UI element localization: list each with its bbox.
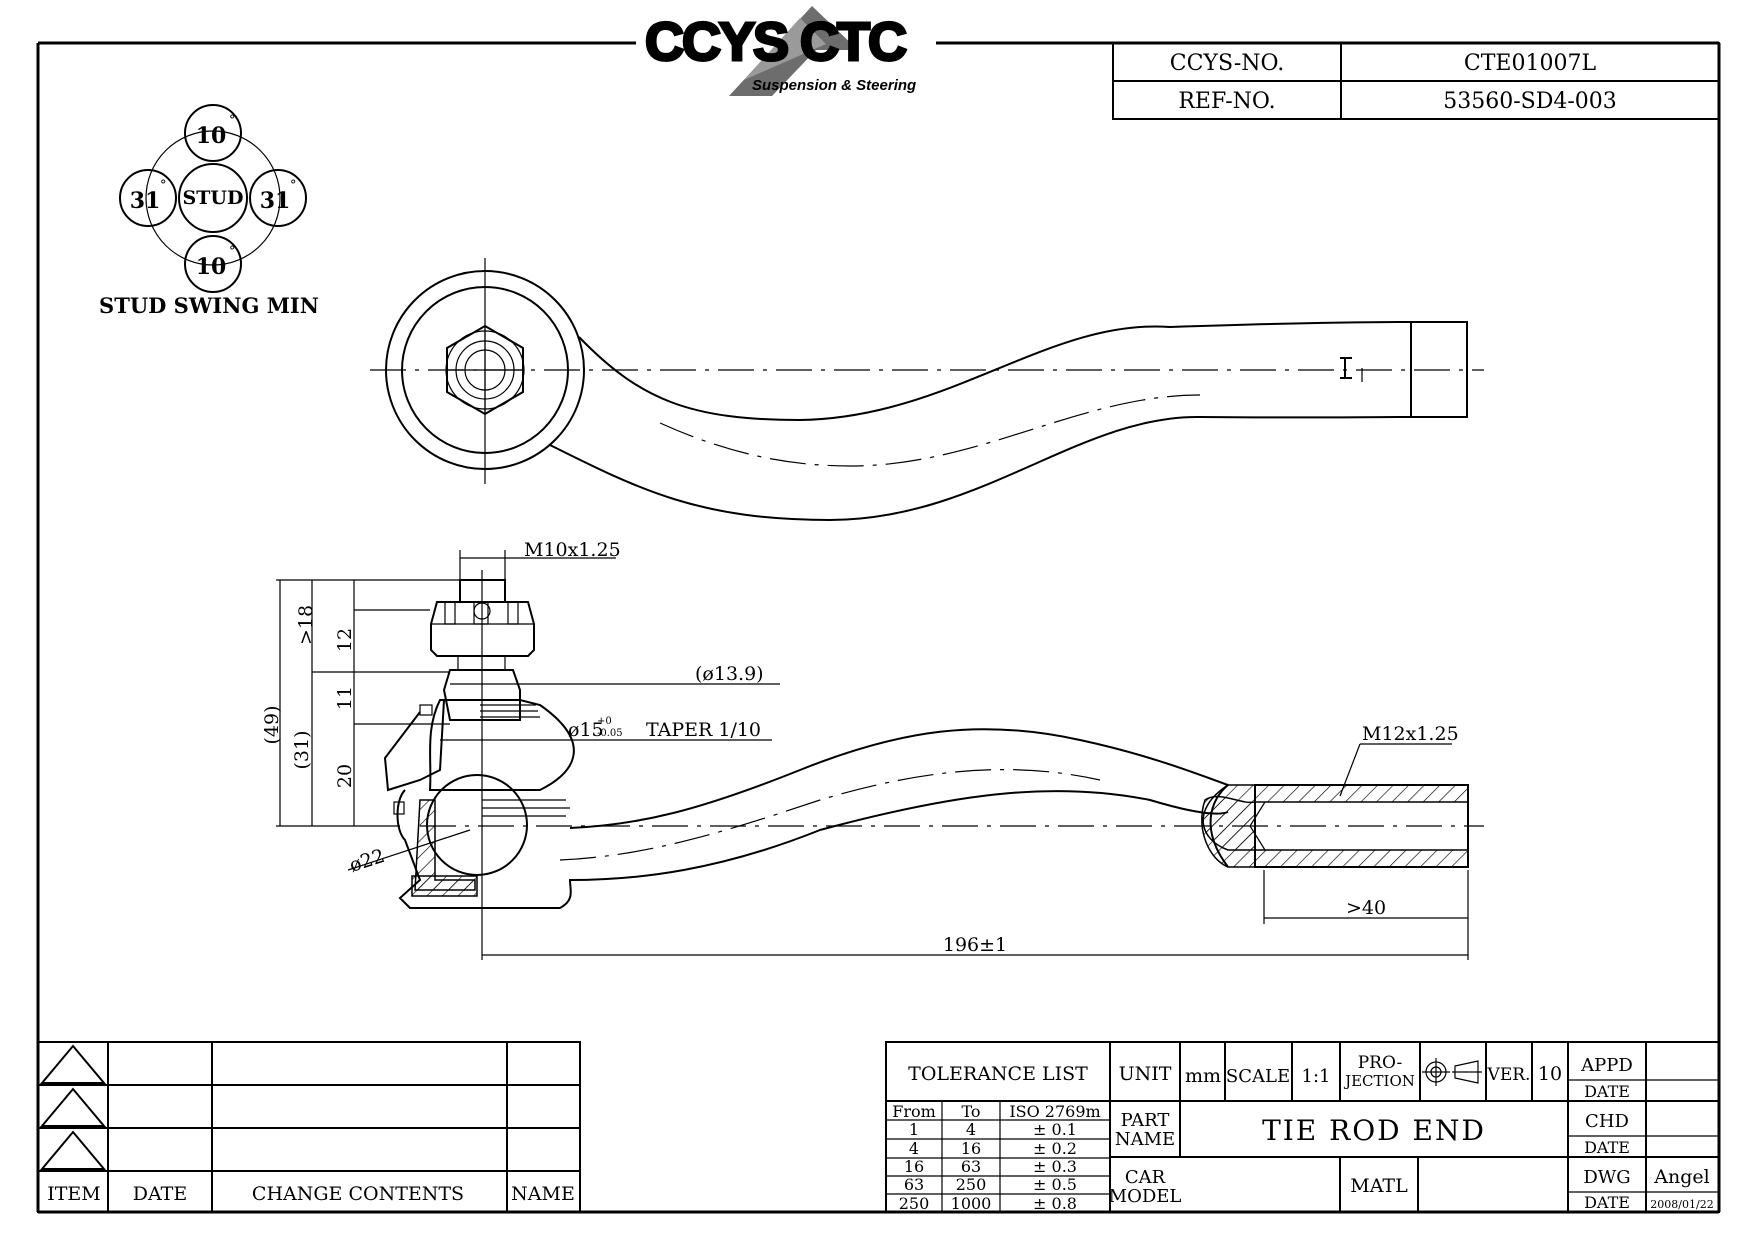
appd-label: APPD — [1580, 1055, 1633, 1076]
tol-header-iso: ISO 2769m — [1009, 1102, 1100, 1121]
swing-right-value: 31 — [260, 188, 291, 214]
stud-swing-diagram: 10 ° 10 ° 31 ° 31 ° STUD STUD SWING MIN — [99, 104, 319, 318]
tol-cell: 63 — [961, 1157, 981, 1176]
top-view — [370, 258, 1484, 522]
front-view — [383, 570, 1484, 960]
swing-top-value: 10 — [196, 123, 227, 149]
degree-symbol: ° — [229, 113, 236, 128]
tolerance-title: TOLERANCE LIST — [908, 1063, 1088, 1085]
dim-taper-tol-plus: +0 — [597, 716, 612, 727]
dim-12: 12 — [334, 628, 356, 652]
stud-label: STUD — [183, 187, 244, 209]
ccys-no-value: CTE01007L — [1464, 51, 1597, 76]
dim-taper-main: ø15 — [568, 719, 604, 741]
tol-cell: 250 — [899, 1194, 930, 1213]
dim-18: >18 — [295, 605, 317, 645]
projection-symbol-icon — [1422, 1058, 1482, 1086]
appd-date-label: DATE — [1584, 1082, 1630, 1101]
ver-label: VER. — [1487, 1065, 1531, 1085]
rev-header-change: CHANGE CONTENTS — [252, 1183, 464, 1205]
projection-label-1: PRO- — [1358, 1053, 1403, 1073]
tol-header-from: From — [892, 1102, 936, 1121]
dim-49: (49) — [261, 705, 283, 744]
unit-label: UNIT — [1119, 1063, 1172, 1085]
rev-header-item: ITEM — [47, 1183, 101, 1205]
tol-cell: ± 0.5 — [1033, 1175, 1077, 1194]
header-table: CCYS-NO. CTE01007L REF-NO. 53560-SD4-003 — [1112, 42, 1720, 120]
tol-cell: 1000 — [951, 1194, 992, 1213]
dim-taper-dia: (ø13.9) — [695, 663, 764, 685]
tol-cell: 4 — [966, 1120, 976, 1139]
dim-thread-end: M12x1.25 — [1362, 723, 1459, 745]
swing-bottom-value: 10 — [196, 254, 227, 280]
ver-value: 10 — [1538, 1063, 1562, 1085]
tol-cell: ± 0.8 — [1033, 1194, 1077, 1213]
chd-date-label: DATE — [1584, 1138, 1630, 1157]
matl-label: MATL — [1350, 1175, 1408, 1197]
dim-ball-dia: ø22 — [347, 845, 388, 877]
tol-cell: 63 — [904, 1175, 924, 1194]
tol-cell: 1 — [909, 1120, 919, 1139]
stud-swing-caption: STUD SWING MIN — [99, 293, 319, 318]
dim-11: 11 — [334, 686, 356, 710]
part-name-label-1: PART — [1121, 1110, 1170, 1131]
car-model-label-1: CAR — [1125, 1167, 1166, 1188]
dim-20: 20 — [334, 764, 356, 788]
part-name-label-2: NAME — [1115, 1129, 1175, 1150]
ccys-no-label: CCYS-NO. — [1170, 51, 1285, 76]
dwg-value: Angel — [1653, 1166, 1709, 1188]
degree-symbol: ° — [229, 244, 236, 259]
tol-cell: ± 0.1 — [1033, 1120, 1077, 1139]
tol-header-to: To — [961, 1102, 980, 1121]
dim-overall: 196±1 — [943, 934, 1007, 956]
dim-taper-tol-minus: -0.05 — [597, 728, 623, 739]
title-block: TOLERANCE LIST From To ISO 2769m 1 4 ± 0… — [885, 1041, 1720, 1213]
swing-left-value: 31 — [130, 188, 161, 214]
ref-no-value: 53560-SD4-003 — [1443, 89, 1617, 114]
tol-cell: 250 — [956, 1175, 987, 1194]
degree-symbol: ° — [160, 178, 167, 193]
tol-cell: ± 0.3 — [1033, 1157, 1077, 1176]
tol-cell: 16 — [904, 1157, 924, 1176]
dimensions: M10x1.25 (49) (31) >18 12 11 20 (ø13.9) … — [261, 539, 1469, 960]
scale-label: SCALE — [1226, 1066, 1290, 1087]
rev-header-name: NAME — [511, 1183, 575, 1205]
tol-cell: 4 — [909, 1139, 919, 1158]
dwg-label: DWG — [1583, 1167, 1630, 1188]
unit-value: mm — [1185, 1065, 1221, 1087]
chd-label: CHD — [1585, 1111, 1629, 1132]
dim-taper-text: TAPER 1/10 — [646, 719, 761, 741]
dim-31: (31) — [291, 730, 313, 769]
company-logo: CCYS CTC Suspension & Steering — [644, 6, 916, 96]
degree-symbol: ° — [290, 178, 297, 193]
scale-value: 1:1 — [1302, 1066, 1331, 1087]
projection-label-2: JECTION — [1343, 1072, 1415, 1090]
part-name-value: TIE ROD END — [1262, 1114, 1486, 1147]
rev-header-date: DATE — [133, 1183, 187, 1205]
tol-cell: ± 0.2 — [1033, 1139, 1077, 1158]
dim-len40: >40 — [1346, 897, 1386, 919]
tol-cell: 16 — [961, 1139, 981, 1158]
sheet-border — [36, 41, 1721, 1214]
logo-tagline: Suspension & Steering — [752, 77, 916, 94]
dwg-date-label: DATE — [1584, 1193, 1630, 1212]
logo-text: CCYS CTC — [645, 12, 906, 72]
ref-no-label: REF-NO. — [1178, 89, 1275, 114]
revision-table: ITEM DATE CHANGE CONTENTS NAME — [37, 1041, 581, 1213]
car-model-label-2: MODEL — [1109, 1186, 1182, 1207]
dwg-date-value: 2008/01/22 — [1650, 1198, 1713, 1211]
dim-thread-top: M10x1.25 — [524, 539, 621, 561]
